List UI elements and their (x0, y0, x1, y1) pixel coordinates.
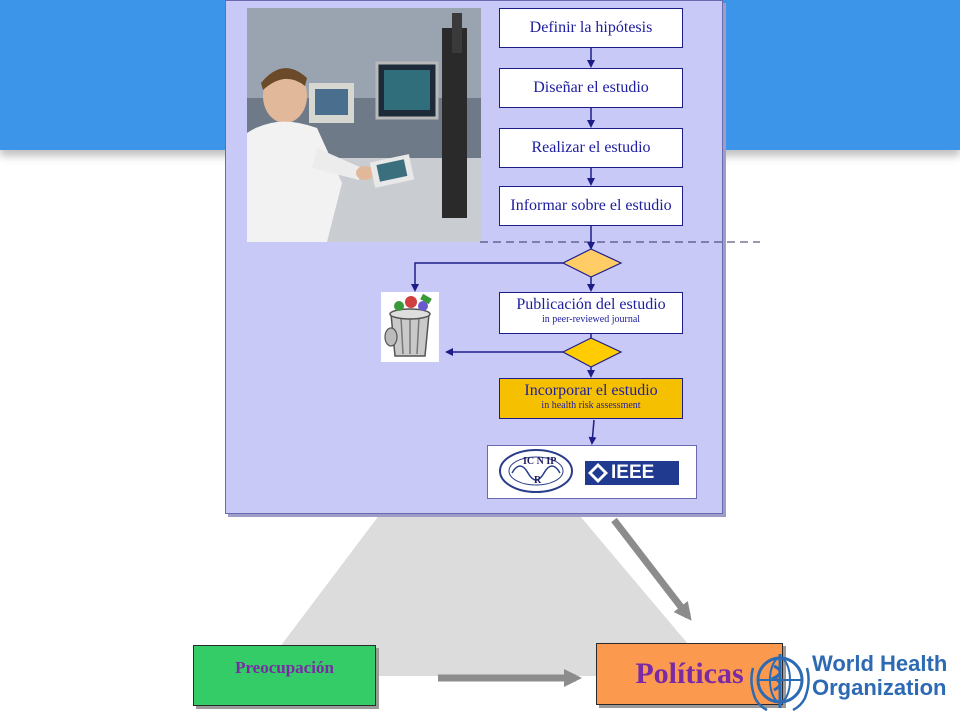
icnirp-letter-ic: IC (523, 456, 535, 467)
ieee-diamond-icon (588, 463, 608, 483)
icnirp-letter-n: N (536, 456, 544, 467)
step-define-hypothesis: Definir la hipótesis (499, 8, 683, 48)
assessment-sublabel: in health risk assessment (541, 400, 641, 411)
who-emblem-icon (750, 654, 810, 712)
icnirp-logo-icon (499, 449, 573, 493)
assessment-label: Incorporar el estudio (524, 382, 658, 399)
assessment-box: Incorporar el estudio in health risk ass… (499, 378, 683, 419)
step-report-study: Informar sobre el estudio (499, 186, 683, 226)
publication-sublabel: in peer-reviewed journal (541, 314, 641, 325)
who-line-1: World Health (812, 651, 948, 676)
lab-photo (247, 8, 481, 242)
publication-box: Publicación del estudio in peer-reviewed… (499, 292, 683, 334)
ieee-wordmark: IEEE (611, 462, 655, 483)
ieee-logo: IEEE (585, 461, 679, 485)
who-line-2: Organization (812, 675, 947, 700)
step-conduct-study: Realizar el estudio (499, 128, 683, 168)
step-design-study: Diseñar el estudio (499, 68, 683, 108)
concern-box: Preocupación (193, 645, 376, 706)
who-wordmark: World Health Organization (812, 652, 947, 700)
icnirp-letter-ip: IP (546, 456, 557, 467)
trash-can-icon (381, 292, 439, 362)
icnirp-letter-r: R (534, 475, 542, 486)
publication-label: Publicación del estudio (516, 296, 666, 313)
standards-logos-box: IC N IP R IEEE (487, 445, 697, 499)
